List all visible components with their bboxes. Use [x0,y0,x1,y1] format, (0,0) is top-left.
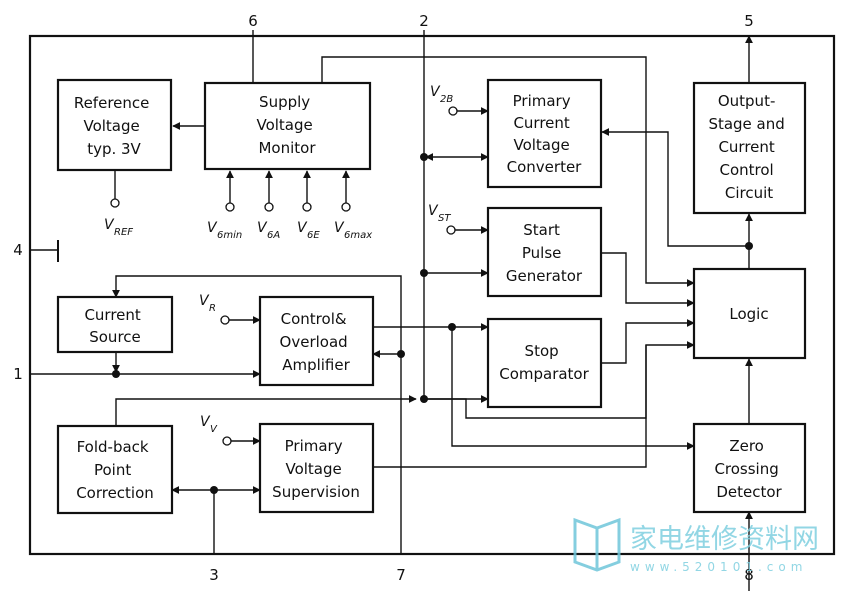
svg-text:V: V [257,220,268,236]
logic-label: Logic [729,305,768,323]
svg-text:V: V [334,220,345,236]
svg-text:V: V [210,424,218,435]
svg-text:2B: 2B [440,94,453,105]
watermark-book-icon [573,517,621,572]
pin-1-label: 1 [13,365,23,383]
output-stage-control-block [692,81,807,215]
input-terminals [110,106,458,446]
svg-text:REF: REF [114,227,133,238]
primary-voltage-supervision-label: Primary Voltage Supervision [272,437,360,501]
supply-voltage-monitor-label: Supply Voltage Monitor [256,93,317,157]
logic-block [692,267,807,360]
start-pulse-generator-label: Start Pulse Generator [506,221,583,285]
svg-text:V: V [200,414,211,430]
watermark: 家电维修资料网 www.520101.com [573,517,819,574]
svg-text:ST: ST [438,213,451,224]
pin-7-label: 7 [396,566,406,584]
svg-text:V: V [428,203,439,219]
control-overload-amplifier-block [258,295,375,387]
primary-current-voltage-converter-block [486,78,603,189]
pin-5-label: 5 [744,12,754,30]
svg-text:V: V [207,220,218,236]
svg-text:6E: 6E [307,230,320,241]
output-stage-control-label: Output- Stage and Current Control Circui… [708,92,789,202]
v2b-label: V 2B [430,84,453,105]
vr-label: V R [199,293,216,314]
watermark-url: www.520101.com [630,560,807,574]
watermark-title: 家电维修资料网 [630,524,819,555]
v6min-label: V 6min [207,220,242,241]
v6max-label: V 6max [334,220,372,241]
svg-text:V: V [199,293,210,309]
pin-3-label: 3 [209,566,219,584]
primary-voltage-supervision-block [258,422,375,514]
vv-label: V V [200,414,218,435]
zero-crossing-detector-block [692,422,807,514]
control-overload-amplifier-label: Control& Overload Amplifier [280,310,353,374]
current-source-label: Current Source [84,306,145,346]
svg-text:V: V [297,220,308,236]
pin-2-label: 2 [419,12,429,30]
junction-dots [112,153,753,494]
wires [30,30,753,591]
pin-6-label: 6 [248,12,258,30]
pin-8-label: 8 [744,566,754,584]
fold-back-point-correction-block [56,424,174,515]
reference-voltage-block [56,78,173,172]
zero-crossing-detector-label: Zero Crossing Detector [714,437,783,501]
svg-text:R: R [209,303,216,314]
fold-back-point-correction-label: Fold-back Point Correction [76,438,154,502]
vst-label: V ST [428,203,451,224]
start-pulse-generator-block [486,206,603,298]
primary-current-voltage-converter-label: Primary Current Voltage Converter [507,92,583,176]
svg-text:V: V [430,84,441,100]
stop-comparator-block [486,317,603,409]
svg-text:V: V [104,217,115,233]
svg-text:6max: 6max [344,230,372,241]
current-source-block [56,295,174,354]
stop-comparator-label: Stop Comparator [499,342,589,383]
v6a-label: V 6A [257,220,280,241]
svg-text:6A: 6A [267,230,280,241]
svg-text:6min: 6min [217,230,242,241]
vref-label: V REF [104,217,133,238]
supply-voltage-monitor-block [203,81,372,171]
pin-4-label: 4 [13,241,23,259]
reference-voltage-label: Reference Voltage typ. 3V [74,94,154,158]
v6e-label: V 6E [297,220,320,241]
ic-frame [28,34,836,556]
